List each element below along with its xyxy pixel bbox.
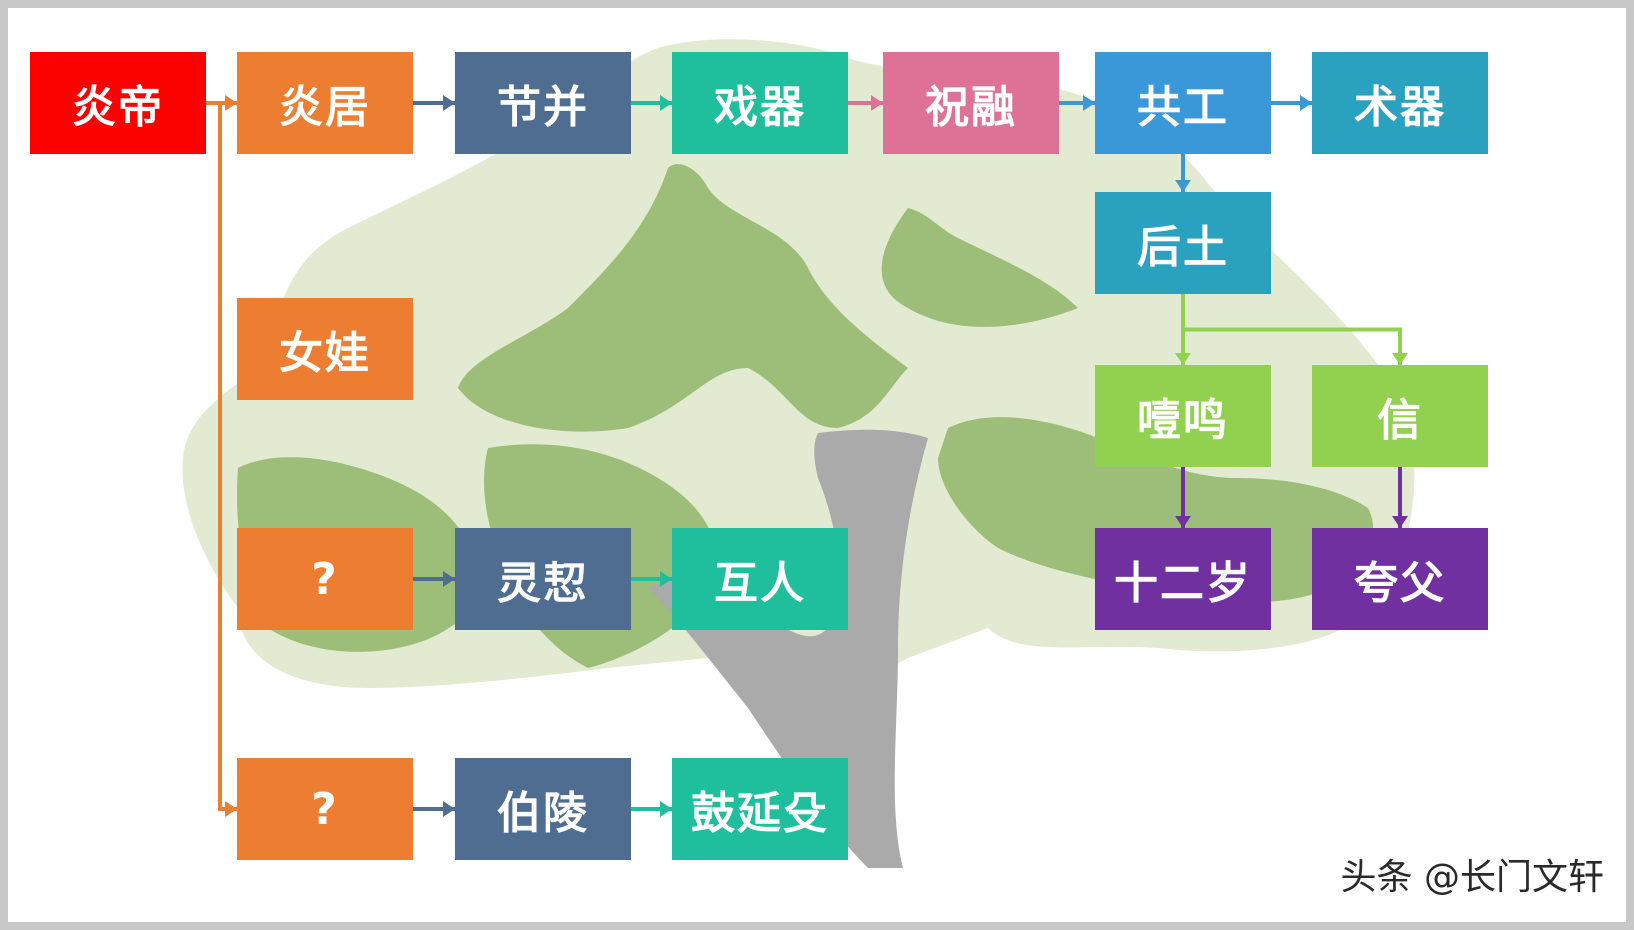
node-jiebing: 节并 <box>455 52 631 154</box>
node-zhurong: 祝融 <box>883 52 1059 154</box>
diagram-canvas: 炎帝 炎居 节并 戏器 祝融 共工 术器 后土 女娃 噎鸣 信 ? 灵恝 互人 … <box>8 8 1626 922</box>
node-shuqi: 术器 <box>1312 52 1488 154</box>
watermark: 头条 @长门文轩 <box>1340 857 1604 898</box>
tree-trunk <box>648 429 928 868</box>
node-unknown-2: ? <box>237 758 413 860</box>
tree-canopy-dark-2 <box>881 208 1078 327</box>
node-boling: 伯陵 <box>455 758 631 860</box>
node-kuafu: 夸父 <box>1312 528 1488 630</box>
node-xin: 信 <box>1312 365 1488 467</box>
node-nvwa: 女娃 <box>237 298 413 400</box>
node-shiersui: 十二岁 <box>1095 528 1271 630</box>
node-huren: 互人 <box>672 528 848 630</box>
node-yandi: 炎帝 <box>30 52 206 154</box>
node-gonggong: 共工 <box>1095 52 1271 154</box>
node-yanju: 炎居 <box>237 52 413 154</box>
node-yeming: 噎鸣 <box>1095 365 1271 467</box>
node-houtu: 后土 <box>1095 192 1271 294</box>
node-guyanshu: 鼓延殳 <box>672 758 848 860</box>
node-linggai: 灵恝 <box>455 528 631 630</box>
node-unknown-1: ? <box>237 528 413 630</box>
tree-canopy-dark-1 <box>458 164 908 432</box>
node-xiqi: 戏器 <box>672 52 848 154</box>
